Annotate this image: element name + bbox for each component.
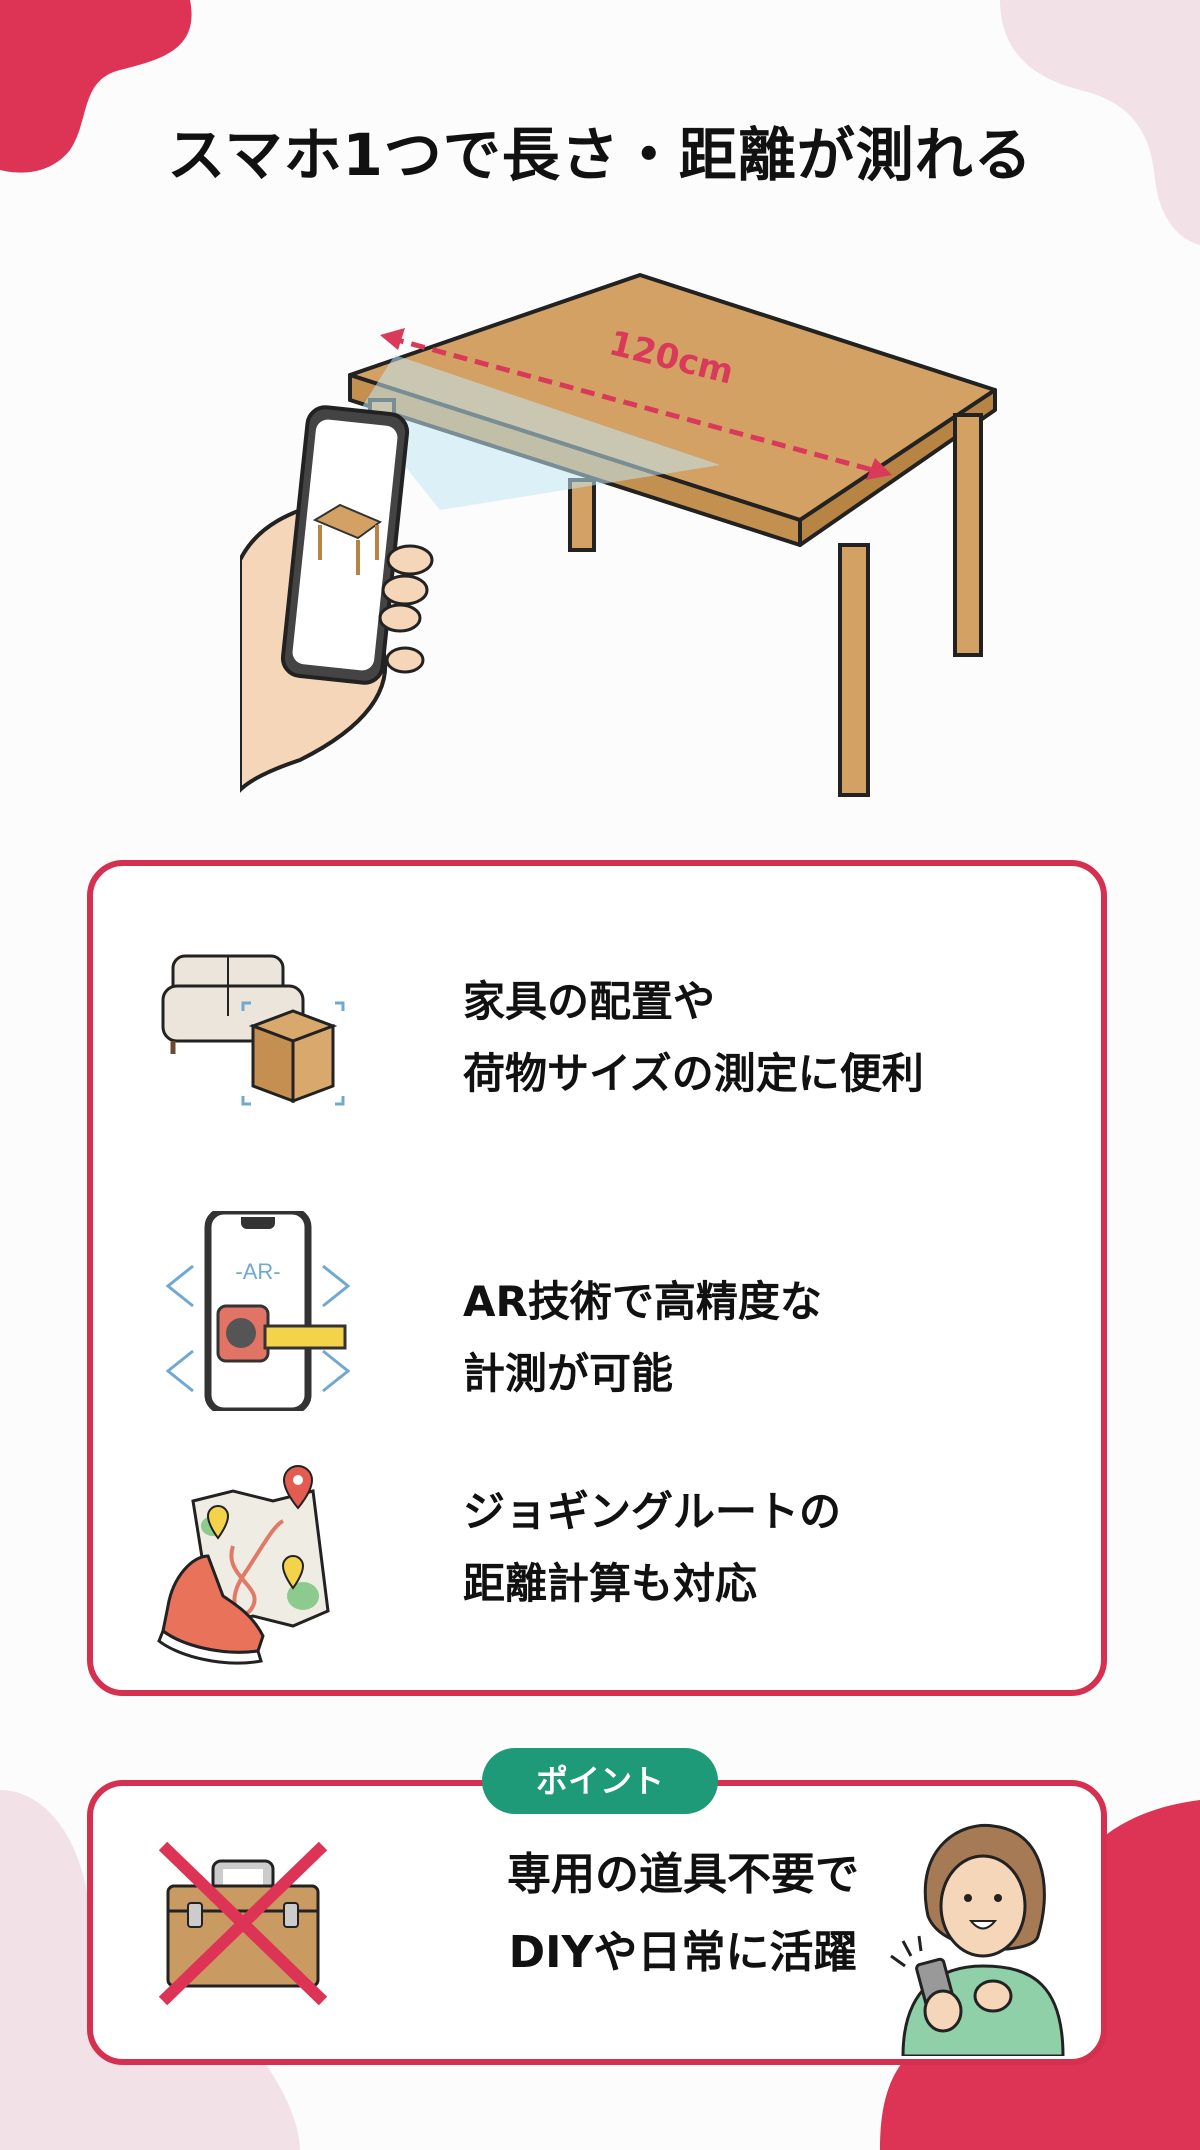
point-text: 専用の道具不要で DIYや日常に活躍 bbox=[507, 1849, 859, 1978]
sofa-and-box-icon bbox=[161, 954, 345, 1106]
feature-text: AR技術で高精度な 計測が可能 bbox=[463, 1277, 822, 1398]
feature-text: 家具の配置や 荷物サイズの測定に便利 bbox=[463, 977, 924, 1098]
hero-illustration: 120cm bbox=[238, 260, 1020, 800]
point-badge: ポイント bbox=[482, 1748, 718, 1814]
point-card: 専用の道具不要で DIYや日常に活躍 bbox=[87, 1780, 1107, 2065]
ar-phone-tape-measure-icon: -AR- bbox=[165, 1211, 351, 1411]
blob-top-right bbox=[1000, 0, 1200, 245]
map-route-shoe-icon bbox=[157, 1464, 330, 1665]
phone-measuring-table-illustration bbox=[238, 273, 997, 797]
toolbox-crossed-icon bbox=[158, 1841, 328, 2006]
woman-with-phone-icon bbox=[890, 1823, 1065, 2056]
feature-item-ar: -AR- AR技術で高精度な 計測が可能 bbox=[93, 1211, 1101, 1411]
feature-item-jogging: ジョギングルートの 距離計算も対応 bbox=[93, 1456, 1101, 1665]
blob-top-left bbox=[0, 0, 192, 173]
feature-text: ジョギングルートの 距離計算も対応 bbox=[463, 1487, 842, 1608]
feature-item-furniture: 家具の配置や 荷物サイズの測定に便利 bbox=[93, 926, 1101, 1126]
page-title: スマホ1つで長さ・距離が測れる bbox=[167, 121, 1033, 189]
svg-text:-AR-: -AR- bbox=[235, 1259, 280, 1284]
features-card: 家具の配置や 荷物サイズの測定に便利 -AR- AR技術で高精度な 計測が可能 bbox=[87, 860, 1107, 1696]
